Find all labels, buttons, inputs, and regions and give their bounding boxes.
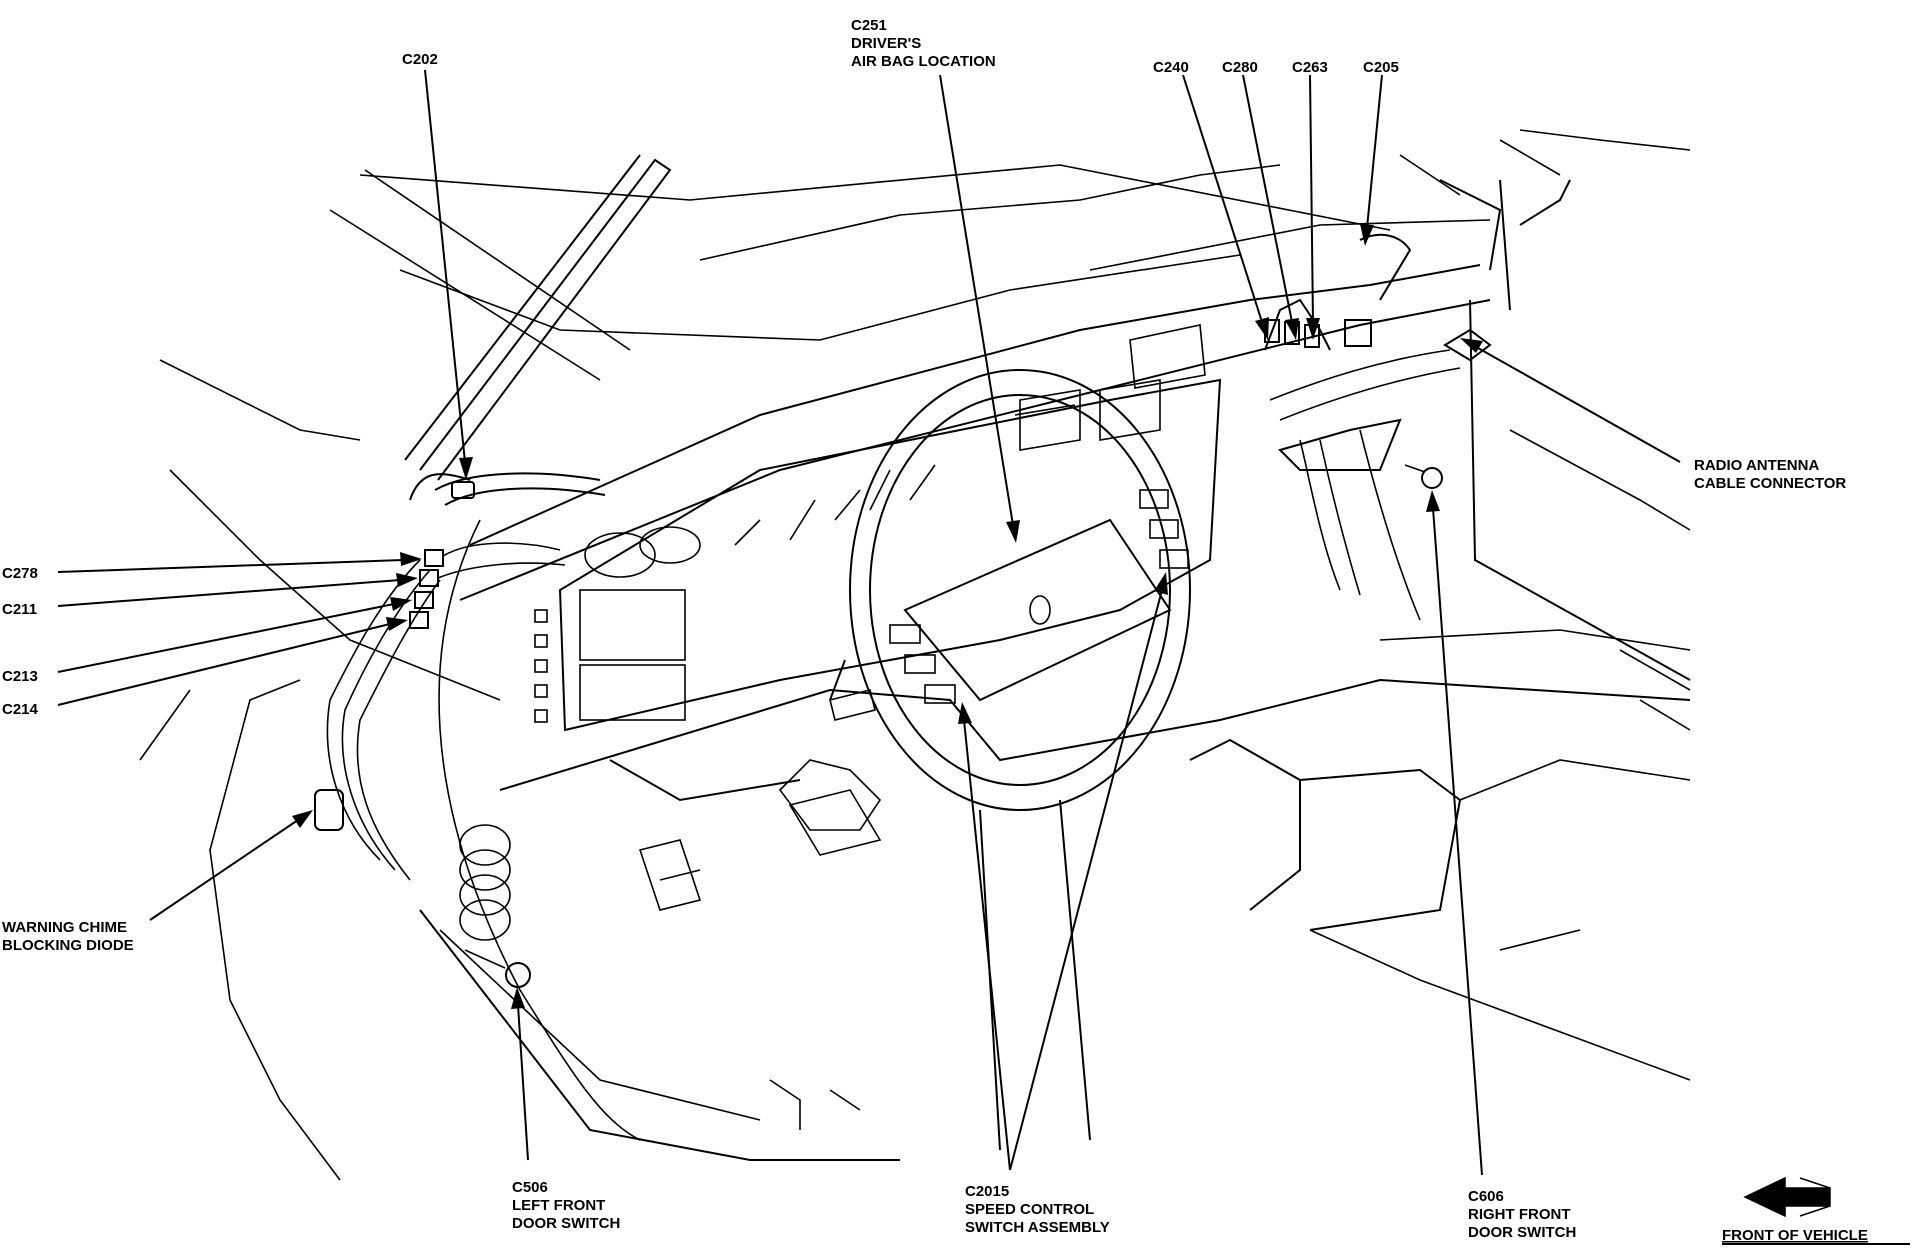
label-c280: C280 [1222,59,1258,76]
label-chime-line2: BLOCKING DIODE [2,937,134,954]
leader-lines [57,69,1681,1176]
label-c506-line3: DOOR SWITCH [512,1215,620,1232]
label-c506-line1: C506 [512,1179,548,1196]
label-c205: C205 [1363,59,1399,76]
label-c506-line2: LEFT FRONT [512,1197,605,1214]
label-c606-line1: C606 [1468,1188,1504,1205]
label-c214: C214 [2,701,39,718]
label-chime-line1: WARNING CHIME [2,919,127,936]
label-c251-line2: DRIVER'S [851,35,921,52]
label-c2015-line2: SPEED CONTROL [965,1201,1094,1218]
label-c606: C606 RIGHT FRONT DOOR SWITCH [1468,1188,1576,1241]
label-c263: C263 [1292,59,1328,76]
label-front-of-vehicle: FRONT OF VEHICLE [1722,1227,1868,1244]
label-c213: C213 [2,668,38,685]
label-c251-line3: AIR BAG LOCATION [851,53,996,70]
label-c278: C278 [2,565,38,582]
label-c211: C211 [2,601,37,618]
front-arrow-icon [1743,1176,1831,1218]
label-c606-line2: RIGHT FRONT [1468,1206,1571,1223]
label-c240: C240 [1153,59,1189,76]
label-c202: C202 [402,51,438,68]
label-c506: C506 LEFT FRONT DOOR SWITCH [512,1179,620,1232]
vehicle-interior-illustration [139,129,1691,1181]
label-c2015-line3: SWITCH ASSEMBLY [965,1219,1110,1236]
label-radio-line2: CABLE CONNECTOR [1694,475,1846,492]
label-warning-chime: WARNING CHIME BLOCKING DIODE [2,919,134,954]
label-radio-antenna: RADIO ANTENNA CABLE CONNECTOR [1694,457,1846,492]
label-c2015-line1: C2015 [965,1183,1009,1200]
callout-labels: C202 C251 DRIVER'S AIR BAG LOCATION C240… [2,17,1910,1245]
label-c2015: C2015 SPEED CONTROL SWITCH ASSEMBLY [965,1183,1110,1236]
label-c251-line1: C251 [851,17,887,34]
label-c251: C251 DRIVER'S AIR BAG LOCATION [851,17,996,70]
label-c606-line3: DOOR SWITCH [1468,1224,1576,1241]
label-radio-line1: RADIO ANTENNA [1694,457,1819,474]
